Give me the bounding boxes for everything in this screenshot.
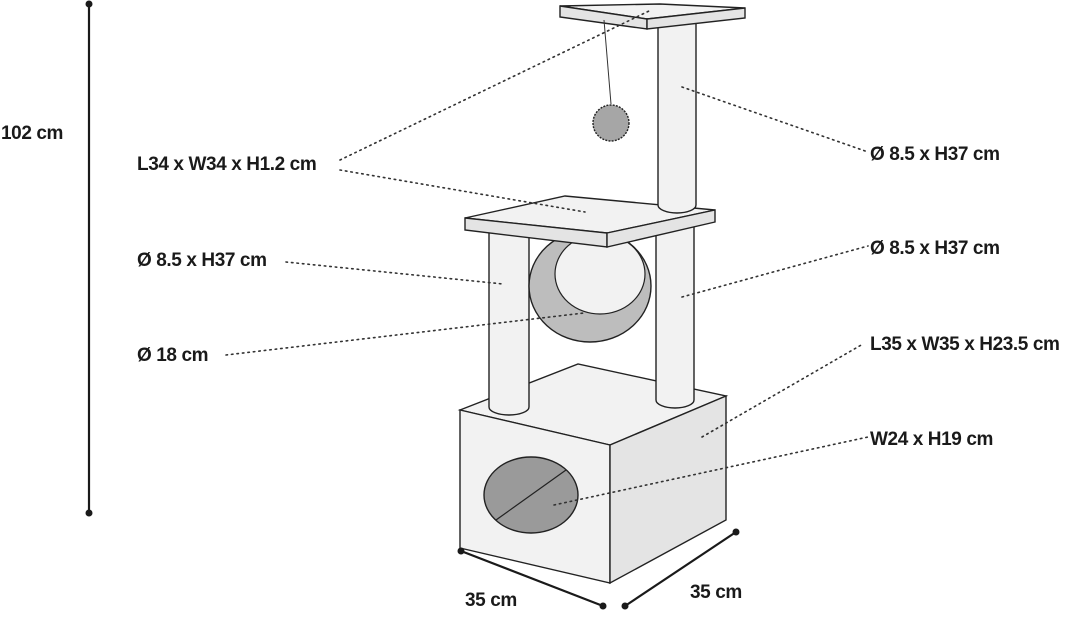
base-depth-dot-left <box>621 602 629 610</box>
height-line-bottom-dot <box>85 509 93 517</box>
dimension-labels: 102 cm L34 x W34 x H1.2 cm Ø 8.5 x H37 c… <box>1 123 1060 611</box>
label-tunnel: Ø 18 cm <box>137 345 208 366</box>
leader-top-platform <box>339 10 650 161</box>
middle-platform-edge-side <box>606 209 716 248</box>
ball-string <box>603 19 612 105</box>
base-width-dot-right <box>599 602 607 610</box>
label-total-height: 102 cm <box>1 123 63 144</box>
base-house <box>457 363 729 585</box>
label-base-house: L35 x W35 x H23.5 cm <box>870 334 1060 355</box>
hanging-ball-toy <box>592 19 630 142</box>
label-post-top: Ø 8.5 x H37 cm <box>870 144 1000 165</box>
top-post <box>657 21 697 214</box>
post-left <box>488 227 530 416</box>
leader-tunnel <box>225 312 585 356</box>
label-base-depth: 35 cm <box>690 582 742 603</box>
label-post-left: Ø 8.5 x H37 cm <box>137 250 267 271</box>
leader-house-entry <box>553 436 869 506</box>
middle-platform <box>464 195 716 248</box>
height-line-top-dot <box>85 0 93 8</box>
label-post-right: Ø 8.5 x H37 cm <box>870 238 1000 259</box>
leader-post-top <box>681 86 869 153</box>
leader-base-house <box>701 343 864 438</box>
post-right <box>655 219 695 409</box>
base-width-dot-left <box>457 547 465 555</box>
base-house-side <box>609 394 727 585</box>
leader-post-left <box>285 261 504 285</box>
leader-lines <box>225 10 869 506</box>
house-entry-edge <box>495 469 567 521</box>
tunnel <box>528 229 652 343</box>
leader-post-right <box>681 245 869 298</box>
label-base-width: 35 cm <box>465 590 517 611</box>
base-depth-line <box>624 531 737 607</box>
base-depth-dot-right <box>732 528 740 536</box>
label-top-platform: L34 x W34 x H1.2 cm <box>137 154 316 175</box>
post-top <box>657 21 697 214</box>
top-platform <box>559 3 746 30</box>
base-width-line <box>460 549 604 608</box>
label-house-entry: W24 x H19 cm <box>870 429 993 450</box>
height-dimension <box>85 0 93 517</box>
top-platform-edge-side <box>646 7 746 30</box>
leader-middle-platform <box>339 169 586 213</box>
base-dimensions <box>457 528 740 610</box>
ball <box>592 104 630 142</box>
lower-posts <box>488 219 695 416</box>
